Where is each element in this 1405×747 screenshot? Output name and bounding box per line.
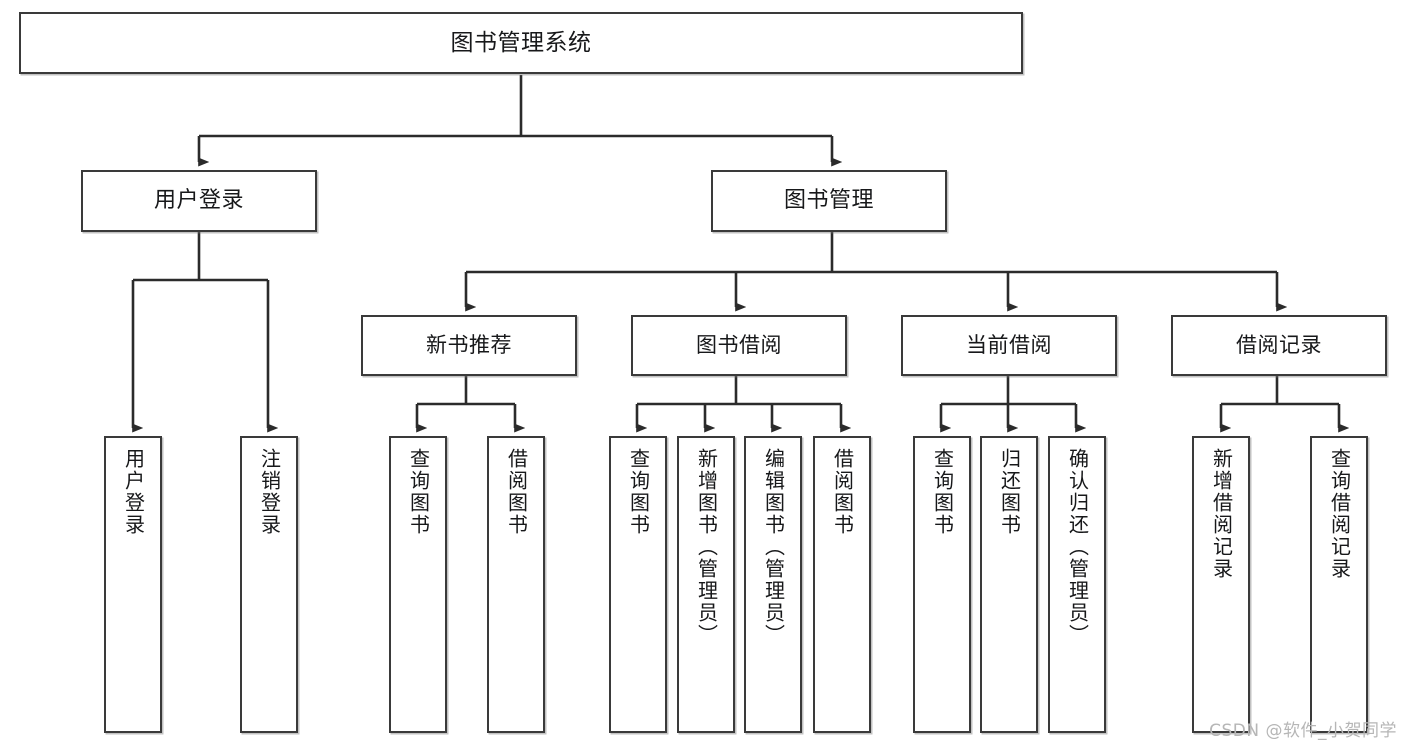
node-leaf-user-login[interactable]: 用户登录 bbox=[104, 436, 162, 733]
node-label: 新增图书（管理员） bbox=[694, 448, 719, 646]
node-borrow-record[interactable]: 借阅记录 bbox=[1171, 315, 1387, 376]
node-leaf-add-book-admin[interactable]: 新增图书（管理员） bbox=[677, 436, 735, 733]
node-book-borrow[interactable]: 图书借阅 bbox=[631, 315, 847, 376]
node-leaf-borrow-book[interactable]: 借阅图书 bbox=[813, 436, 871, 733]
node-root-book-management-system[interactable]: 图书管理系统 bbox=[19, 12, 1023, 74]
node-label: 归还图书 bbox=[997, 448, 1022, 536]
node-leaf-query-borrow-record[interactable]: 查询借阅记录 bbox=[1310, 436, 1368, 733]
node-leaf-return-book[interactable]: 归还图书 bbox=[980, 436, 1038, 733]
node-user-login[interactable]: 用户登录 bbox=[81, 170, 317, 232]
node-label: 图书借阅 bbox=[696, 333, 782, 358]
node-new-book-recommend[interactable]: 新书推荐 bbox=[361, 315, 577, 376]
node-label: 确认归还（管理员） bbox=[1065, 448, 1090, 646]
node-label: 查询图书 bbox=[626, 448, 651, 536]
node-leaf-query-book-recommend[interactable]: 查询图书 bbox=[389, 436, 447, 733]
node-leaf-user-logout[interactable]: 注销登录 bbox=[240, 436, 298, 733]
node-leaf-confirm-return-admin[interactable]: 确认归还（管理员） bbox=[1048, 436, 1106, 733]
node-label: 查询图书 bbox=[930, 448, 955, 536]
node-leaf-edit-book-admin[interactable]: 编辑图书（管理员） bbox=[744, 436, 802, 733]
node-current-borrow[interactable]: 当前借阅 bbox=[901, 315, 1117, 376]
node-label: 用户登录 bbox=[121, 448, 146, 536]
node-label: 借阅图书 bbox=[830, 448, 855, 536]
node-book-management[interactable]: 图书管理 bbox=[711, 170, 947, 232]
node-label: 图书管理 bbox=[783, 188, 874, 214]
node-label: 图书管理系统 bbox=[450, 29, 592, 56]
node-label: 查询借阅记录 bbox=[1327, 448, 1352, 580]
node-label: 新增借阅记录 bbox=[1209, 448, 1234, 580]
node-leaf-add-borrow-record[interactable]: 新增借阅记录 bbox=[1192, 436, 1250, 733]
node-label: 用户登录 bbox=[153, 188, 244, 214]
node-leaf-borrow-book-recommend[interactable]: 借阅图书 bbox=[487, 436, 545, 733]
node-label: 新书推荐 bbox=[426, 333, 512, 358]
node-leaf-query-book-borrow[interactable]: 查询图书 bbox=[609, 436, 667, 733]
node-leaf-query-book-current[interactable]: 查询图书 bbox=[913, 436, 971, 733]
node-label: 当前借阅 bbox=[966, 333, 1052, 358]
node-label: 借阅记录 bbox=[1236, 333, 1322, 358]
node-label: 借阅图书 bbox=[504, 448, 529, 536]
node-label: 查询图书 bbox=[406, 448, 431, 536]
watermark-text: CSDN @软件_小贺同学 bbox=[1209, 721, 1397, 741]
node-label: 编辑图书（管理员） bbox=[761, 448, 786, 646]
node-label: 注销登录 bbox=[257, 448, 282, 536]
